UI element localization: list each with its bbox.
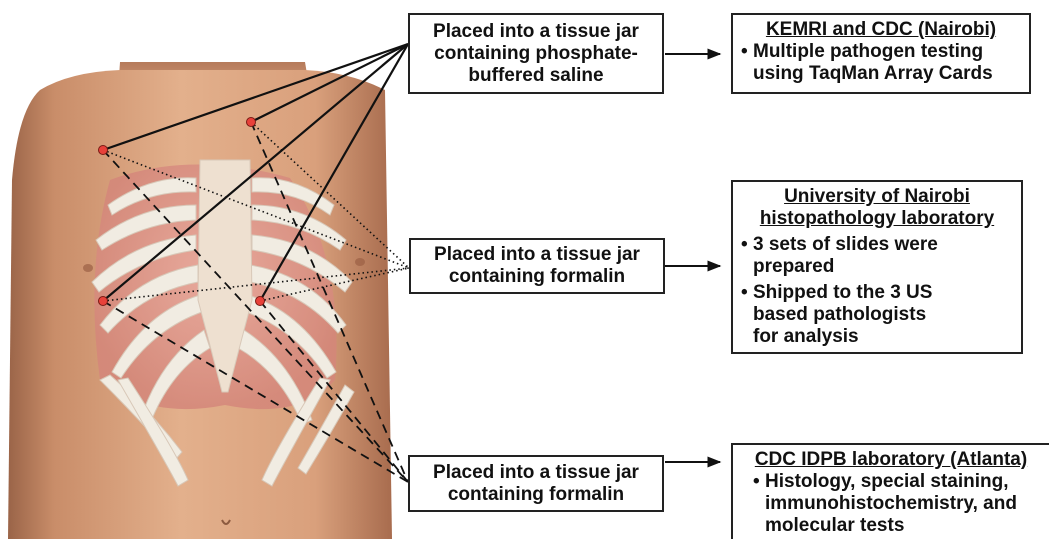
site-upper-right — [247, 118, 256, 127]
dest-nairobi-bullet-2: • Shipped to the 3 US based pathologists… — [741, 282, 1013, 348]
site-lower-right — [256, 297, 265, 306]
jar-formalin-1-line-2: containing formalin — [449, 266, 625, 288]
jar-formalin-2-line-2: containing formalin — [448, 484, 624, 506]
dest-nairobi-bullet-1: • 3 sets of slides were prepared — [741, 234, 1013, 278]
bullet-dot: • — [741, 282, 753, 348]
jar-formalin-1-box: Placed into a tissue jar containing form… — [409, 238, 665, 294]
dest-nairobi-title-2: histopathology laboratory — [741, 208, 1013, 230]
jar-pbs-line-2: containing phosphate- — [434, 43, 638, 65]
arrows — [665, 54, 720, 462]
dest-kemri-title: KEMRI and CDC (Nairobi) — [741, 19, 1021, 41]
dest-nairobi-bullet-1-text: 3 sets of slides were prepared — [753, 234, 938, 278]
dest-nairobi-box: University of Nairobi histopathology lab… — [731, 180, 1023, 354]
dest-kemri-bullet-1-text: Multiple pathogen testing using TaqMan A… — [753, 41, 993, 85]
site-lower-left — [99, 297, 108, 306]
dest-kemri-bullet-1: • Multiple pathogen testing using TaqMan… — [741, 41, 1021, 85]
dest-cdc-idpb-bullet-1: • Histology, special staining, immunohis… — [741, 471, 1041, 537]
jar-formalin-1-line-1: Placed into a tissue jar — [434, 244, 640, 266]
jar-pbs-line-1: Placed into a tissue jar — [433, 21, 639, 43]
dest-cdc-idpb-bullet-1-text: Histology, special staining, immunohisto… — [765, 471, 1017, 537]
bullet-dot: • — [753, 471, 765, 537]
dest-nairobi-bullet-2-text: Shipped to the 3 US based pathologists f… — [753, 282, 932, 348]
dest-cdc-idpb-title: CDC IDPB laboratory (Atlanta) — [741, 449, 1041, 471]
jar-pbs-box: Placed into a tissue jar containing phos… — [408, 13, 664, 94]
torso-illustration — [8, 62, 392, 539]
jar-formalin-2-box: Placed into a tissue jar containing form… — [408, 455, 664, 512]
dest-nairobi-title-1: University of Nairobi — [741, 186, 1013, 208]
left-nipple — [83, 264, 93, 272]
jar-pbs-line-3: buffered saline — [468, 65, 603, 87]
dest-kemri-box: KEMRI and CDC (Nairobi) • Multiple patho… — [731, 13, 1031, 94]
dest-cdc-idpb-box: CDC IDPB laboratory (Atlanta) • Histolog… — [731, 443, 1049, 539]
bullet-dot: • — [741, 234, 753, 278]
jar-formalin-2-line-1: Placed into a tissue jar — [433, 462, 639, 484]
site-upper-left — [99, 146, 108, 155]
right-nipple — [355, 258, 365, 266]
bullet-dot: • — [741, 41, 753, 85]
